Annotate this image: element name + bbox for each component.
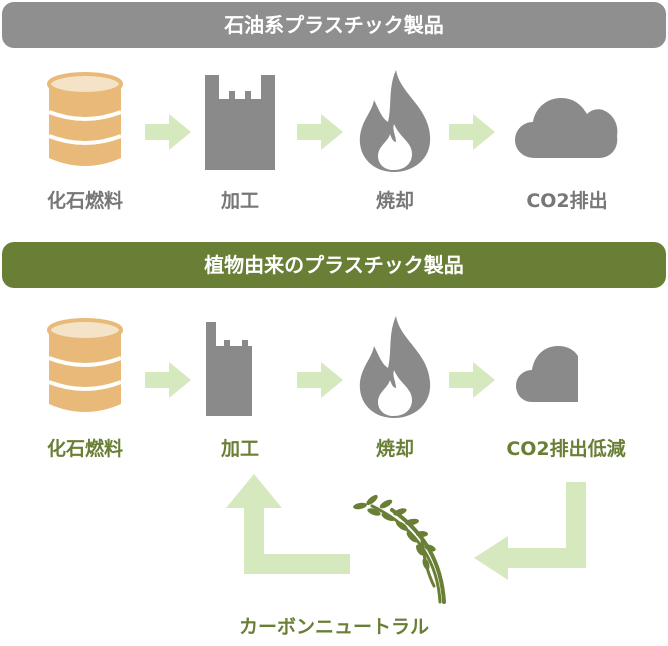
right-arrow-icon [297,114,343,150]
right-arrow-icon [449,362,495,398]
step-label-incineration-plant: 焼却 [375,438,414,460]
rice-plant-icon [353,494,446,604]
cloud-icon [516,346,578,402]
plastic-bag-icon [206,322,252,416]
right-arrow-icon [145,114,191,150]
step-label-incineration: 焼却 [375,190,414,212]
step-label-processing-plant: 加工 [220,438,259,460]
oil-barrel-icon [47,318,123,412]
step-label-co2-reduction: CO2排出低減 [506,438,626,460]
flame-icon [359,70,431,172]
plant-based-plastics-banner: 植物由来のプラスチック製品 [2,242,666,288]
plastic-bag-icon [205,75,275,170]
oil-barrel-icon [47,72,123,166]
step-label-processing: 加工 [220,190,259,212]
step-label-co2-emission: CO2排出 [526,190,608,212]
step-label-fossil-fuel-plant: 化石燃料 [46,438,123,460]
cycle-arrow-return-icon [474,482,586,580]
right-arrow-icon [145,362,191,398]
cloud-icon [515,98,618,158]
cycle-arrow-up-icon [226,474,350,574]
carbon-neutral-label: カーボンニュートラル [238,616,429,638]
right-arrow-icon [449,114,495,150]
flame-icon [359,316,431,418]
petroleum-plastics-banner: 石油系プラスチック製品 [2,2,666,48]
step-label-fossil-fuel: 化石燃料 [46,190,123,212]
right-arrow-icon [297,362,343,398]
